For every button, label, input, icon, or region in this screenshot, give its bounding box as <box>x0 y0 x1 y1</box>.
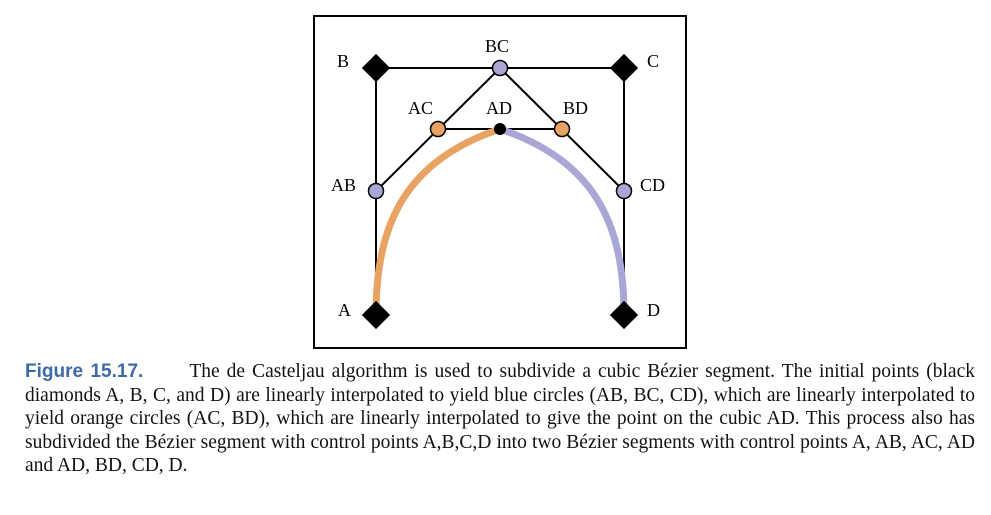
point-ad-dot <box>494 123 506 135</box>
point-b-diamond <box>361 53 391 83</box>
point-ac-circle <box>429 120 447 138</box>
point-d-diamond <box>609 300 639 330</box>
left-bezier-curve <box>372 125 504 319</box>
point-cd-circle <box>615 182 633 200</box>
label-ac: AC <box>408 98 433 118</box>
label-bd: BD <box>563 98 588 118</box>
label-b: B <box>337 51 349 71</box>
de-casteljau-diagram: A B C D AB BC CD AC BD AD <box>331 36 665 330</box>
label-c: C <box>647 51 659 71</box>
point-ab-circle <box>367 182 385 200</box>
label-bc: BC <box>485 36 509 56</box>
figure-caption: Figure 15.17.The de Casteljau algorithm … <box>25 360 975 478</box>
label-ab: AB <box>331 175 356 195</box>
caption-label: Figure 15.17. <box>25 361 144 382</box>
point-bd-circle <box>553 120 571 138</box>
right-bezier-curve <box>496 125 628 319</box>
label-d: D <box>647 300 660 320</box>
label-cd: CD <box>640 175 665 195</box>
point-c-diamond <box>609 53 639 83</box>
label-a: A <box>338 300 351 320</box>
point-a-diamond <box>361 300 391 330</box>
point-bc-circle <box>491 59 509 77</box>
label-ad: AD <box>486 98 512 118</box>
caption-text: The de Casteljau algorithm is used to su… <box>25 361 975 476</box>
